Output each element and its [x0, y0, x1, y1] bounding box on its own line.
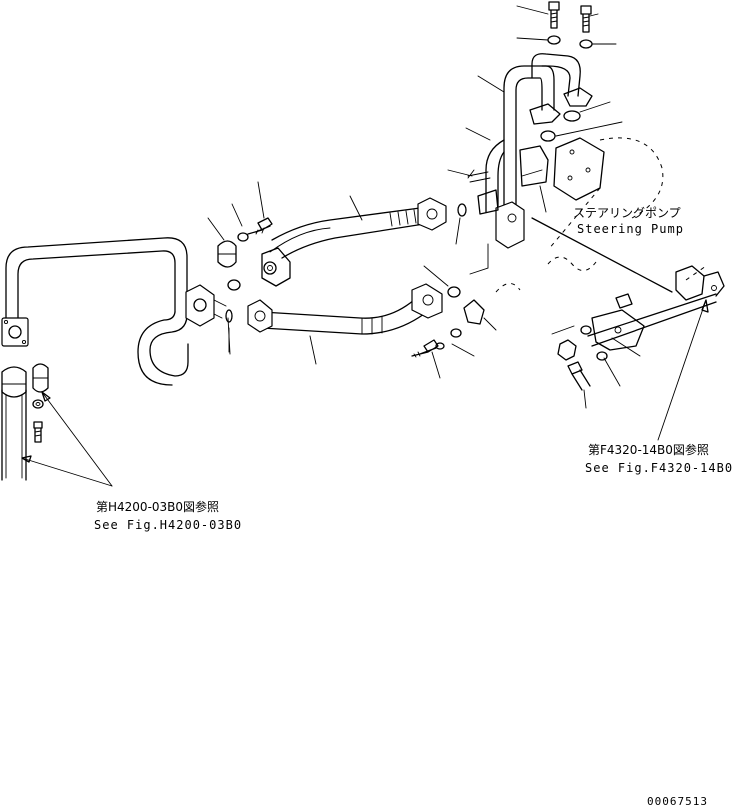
- reference-f4320-en: See Fig.F4320-14B0: [585, 461, 734, 475]
- reference-h4200-jp: 第H4200-03B0図参照: [96, 500, 220, 514]
- steering-pump-body: [469, 137, 664, 293]
- lower-clamp-parts: [227, 299, 485, 358]
- drawing-number: 00067513: [647, 795, 708, 808]
- reference-h4200-en: See Fig.H4200-03B0: [94, 518, 243, 532]
- steering-pump-label-jp: ステアリングポンプ: [573, 206, 681, 220]
- upper-clamp-parts: [217, 217, 273, 291]
- reference-f4320-jp: 第F4320-14B0図参照: [588, 443, 709, 457]
- ref-arrows-h4200: [21, 391, 113, 487]
- left-flange: [1, 317, 29, 347]
- left-u-pipe: [5, 237, 189, 386]
- lower-hose: [247, 283, 461, 335]
- right-fasteners: [557, 325, 608, 391]
- left-clamp-parts: [32, 363, 49, 443]
- left-hose: [1, 366, 27, 481]
- pump-top-bolts: [540, 1, 593, 142]
- leader-lines: [207, 5, 709, 441]
- upper-hose: [261, 197, 467, 287]
- steering-pump-pipes: [467, 53, 593, 249]
- valve-block: [185, 284, 233, 353]
- steering-pump-label-en: Steering Pump: [577, 222, 684, 236]
